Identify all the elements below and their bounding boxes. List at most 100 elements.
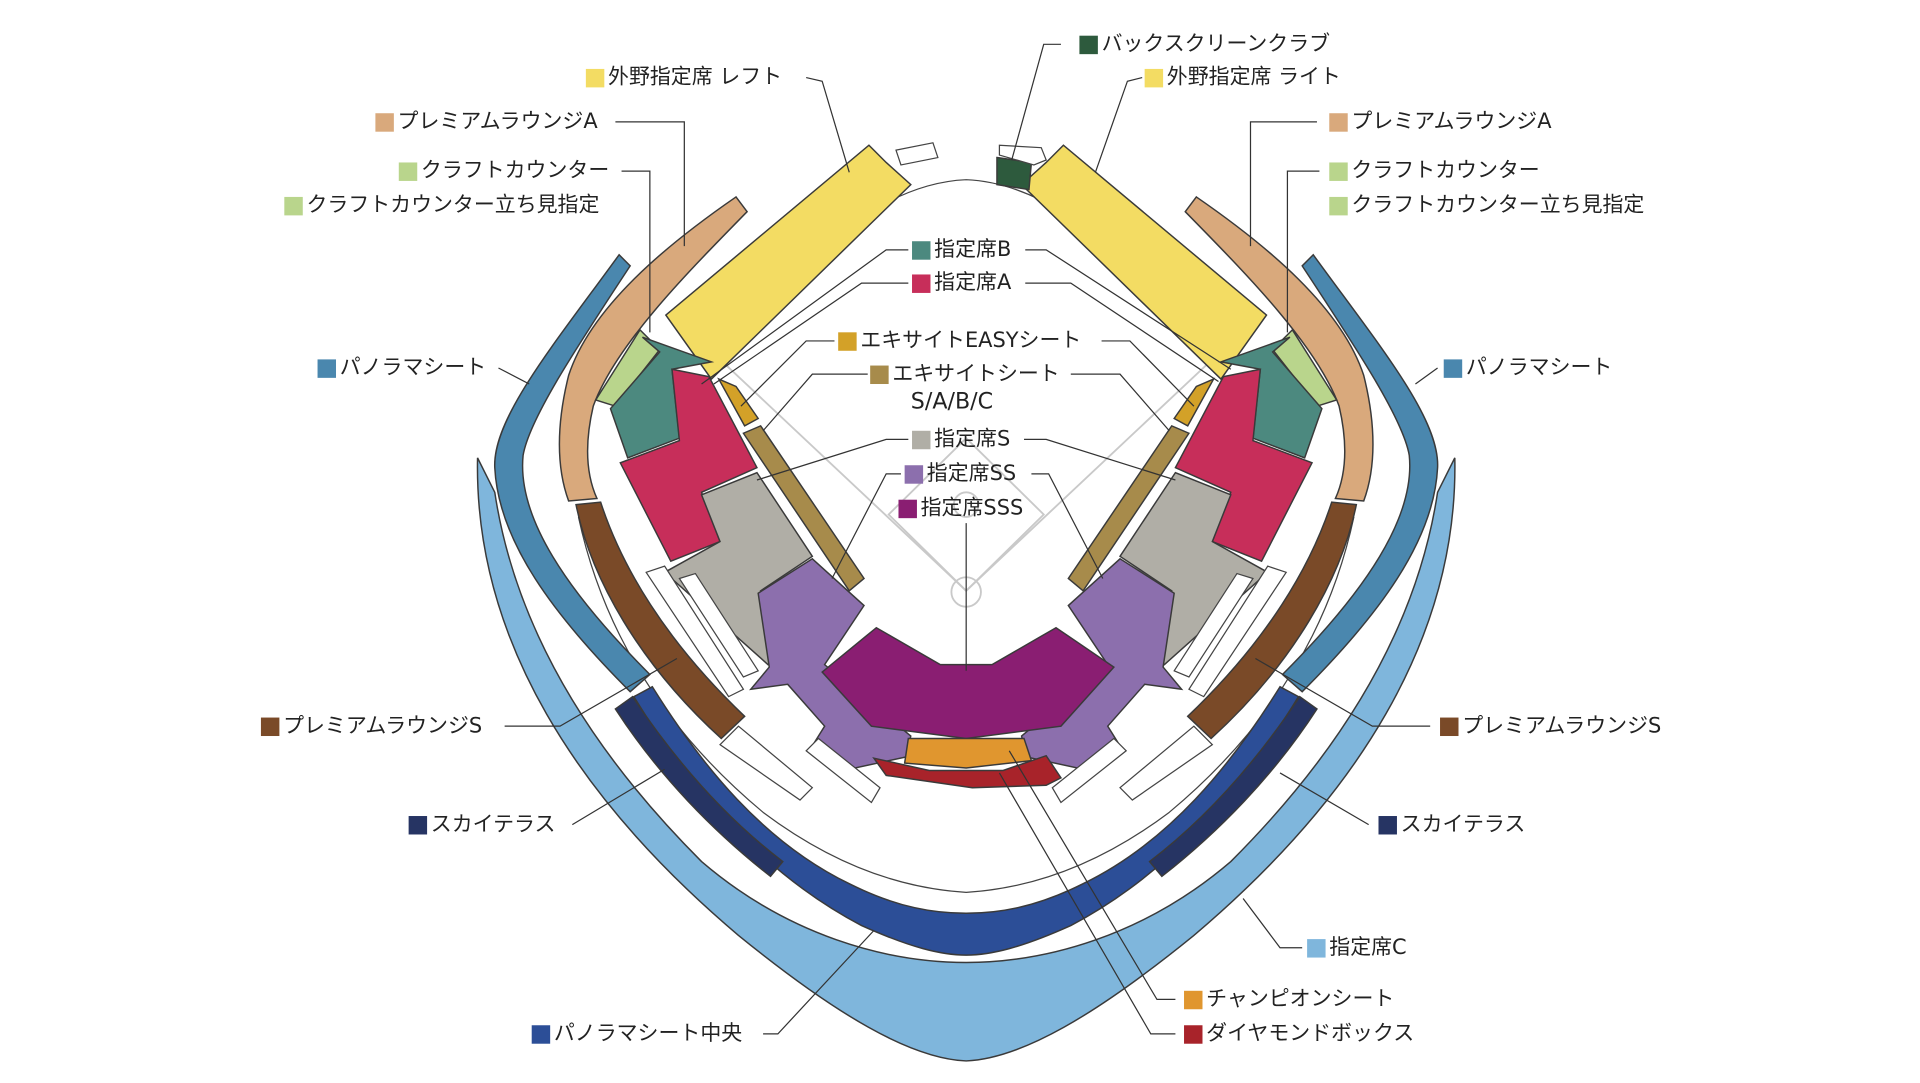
- label-text: エキサイトEASYシート: [860, 328, 1082, 354]
- swatch: [898, 499, 917, 518]
- section-champion[interactable]: [903, 737, 1033, 769]
- label-panorama-left: パノラマシート: [317, 355, 487, 381]
- label-text: プレミアムラウンジA: [397, 109, 598, 135]
- label-excite: エキサイトシート: [870, 361, 1060, 387]
- label-text: プレミアムラウンジS: [283, 713, 483, 739]
- label-panorama-right: パノラマシート: [1443, 355, 1613, 381]
- label-text: 指定席S: [934, 427, 1011, 452]
- section-premium-s-left[interactable]: [575, 501, 746, 740]
- label-text: プレミアムラウンジA: [1351, 109, 1552, 135]
- label-sky-left: スカイテラス: [408, 812, 556, 837]
- swatch: [260, 716, 280, 736]
- section-panorama-center[interactable]: [632, 685, 1300, 956]
- label-text: クラフトカウンター立ち見指定: [1351, 193, 1645, 218]
- swatch: [1440, 716, 1459, 736]
- section-sky-terrace-right[interactable]: [1148, 695, 1318, 878]
- label-text: プレミアムラウンジS: [1462, 713, 1662, 739]
- label-text: 外野指定席 レフト: [608, 65, 783, 90]
- label-text: クラフトカウンター: [420, 158, 610, 184]
- section-excite-right[interactable]: [1067, 424, 1191, 592]
- label-premium-s-left: プレミアムラウンジS: [260, 713, 483, 739]
- label-seat-c: 指定席C: [1307, 935, 1407, 960]
- label-text: 指定席C: [1329, 935, 1407, 961]
- label-seat-a: 指定席A: [912, 270, 1012, 296]
- section-panorama-right[interactable]: [1281, 253, 1439, 693]
- swatch: [398, 161, 418, 181]
- label-text: 指定席B: [934, 237, 1012, 263]
- label-text: パノラマシート中央: [553, 1021, 743, 1047]
- label-text: ダイヤモンドボックス: [1206, 1021, 1415, 1047]
- label-text: クラフトカウンター立ち見指定: [306, 193, 600, 218]
- right-side-sections: [1020, 144, 1439, 878]
- section-premium-a-right[interactable]: [1184, 195, 1374, 502]
- left-side-sections: [494, 144, 912, 878]
- foul-line-right: [965, 358, 1213, 592]
- section-diamond-box[interactable]: [872, 754, 1063, 789]
- section-excite-easy-left[interactable]: [717, 377, 760, 427]
- swatch: [317, 358, 337, 378]
- label-champion: チャンピオンシート: [1184, 987, 1394, 1012]
- swatch: [1329, 196, 1348, 215]
- swatch: [912, 430, 931, 449]
- swatch: [1307, 938, 1326, 957]
- label-seat-ss: 指定席SS: [904, 461, 1017, 487]
- label-craft-standing-right: クラフトカウンター立ち見指定: [1329, 193, 1644, 218]
- label-craft-left: クラフトカウンター: [398, 158, 610, 184]
- label-panorama-center: パノラマシート中央: [531, 1021, 743, 1047]
- swatch: [870, 364, 889, 384]
- swatch: [1378, 815, 1397, 834]
- label-premium-a-right: プレミアムラウンジA: [1329, 109, 1552, 135]
- swatch: [375, 112, 394, 132]
- stand-outline-left: [645, 565, 881, 804]
- label-outfield-left: 外野指定席 レフト: [585, 65, 783, 90]
- label-excite-sub: S/A/B/C: [910, 388, 994, 415]
- section-excite-easy-right[interactable]: [1173, 377, 1216, 427]
- section-excite-left[interactable]: [742, 424, 866, 592]
- swatch: [284, 196, 303, 215]
- label-seat-sss: 指定席SSS: [898, 496, 1023, 521]
- label-text: スカイテラス: [1400, 812, 1526, 837]
- label-seat-b: 指定席B: [912, 237, 1012, 263]
- swatch: [1329, 112, 1348, 132]
- swatch: [408, 815, 428, 834]
- label-text: スカイテラス: [430, 812, 556, 837]
- label-outfield-right: 外野指定席 ライト: [1144, 65, 1341, 90]
- label-text: 指定席SS: [926, 461, 1017, 487]
- swatch: [585, 68, 605, 87]
- section-seat-b-right[interactable]: [1218, 336, 1323, 459]
- label-craft-standing-left: クラフトカウンター立ち見指定: [284, 193, 599, 218]
- section-seat-b-left[interactable]: [609, 336, 715, 459]
- section-outfield-left[interactable]: [664, 144, 912, 381]
- section-sky-terrace-left[interactable]: [614, 695, 784, 878]
- label-diamond: ダイヤモンドボックス: [1184, 1021, 1415, 1047]
- swatch: [904, 464, 924, 484]
- label-text: クラフトカウンター: [1351, 158, 1540, 184]
- swatch: [1329, 161, 1348, 181]
- label-text: チャンピオンシート: [1206, 987, 1395, 1012]
- leader-lines: [498, 43, 1438, 1035]
- foul-line-left: [719, 358, 967, 592]
- label-text: バックスクリーンクラブ: [1101, 32, 1331, 57]
- label-excite-easy: エキサイトEASYシート: [838, 328, 1082, 354]
- infield-diamond: [887, 436, 1046, 593]
- swatch: [1184, 1024, 1203, 1044]
- label-text: パノラマシート: [339, 355, 487, 381]
- label-sky-right: スカイテラス: [1378, 812, 1525, 837]
- section-premium-s-right[interactable]: [1186, 501, 1358, 740]
- label-text: 指定席SSS: [920, 496, 1024, 521]
- label-premium-s-right: プレミアムラウンジS: [1440, 713, 1662, 739]
- label-text: 外野指定席 ライト: [1166, 65, 1341, 90]
- label-seat-s: 指定席S: [912, 427, 1010, 452]
- scoreboard-outline: [895, 142, 1047, 166]
- label-premium-a-left: プレミアムラウンジA: [375, 109, 598, 135]
- swatch: [531, 1024, 551, 1044]
- stand-outline-right: [1051, 565, 1288, 804]
- section-seat-c[interactable]: [476, 457, 1456, 1062]
- label-text: 指定席A: [934, 270, 1012, 296]
- label-text: エキサイトシート: [892, 361, 1060, 387]
- label-text: パノラマシート: [1465, 355, 1613, 381]
- section-panorama-left[interactable]: [494, 253, 651, 693]
- label-backscreen: バックスクリーンクラブ: [1079, 32, 1330, 57]
